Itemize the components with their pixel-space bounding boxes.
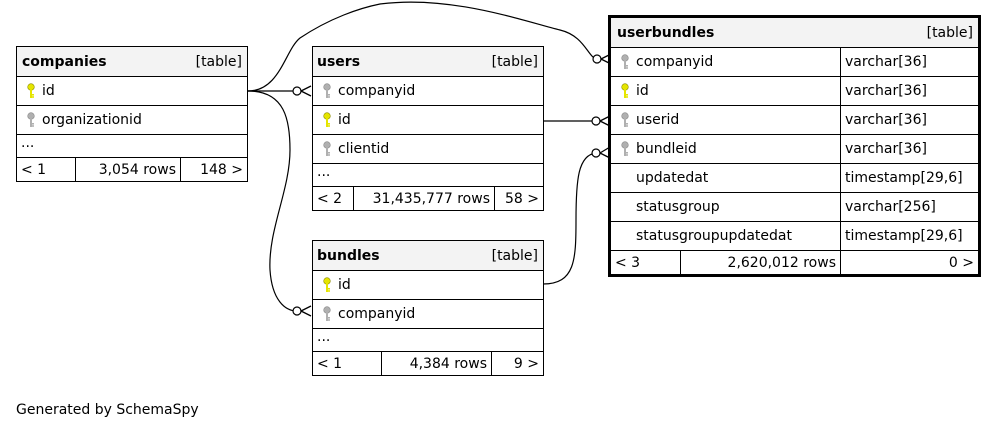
column-name: userid [636,112,680,128]
row-count: 2,620,012 rows [680,251,840,274]
foreign-key-icon [318,83,336,99]
column-type: varchar[36] [840,106,978,134]
foreign-key-icon [318,141,336,157]
column-row: clientid [313,134,543,163]
table-companies[interactable]: companies [table] id organizationid ... … [16,46,248,182]
column-name: companyid [338,83,416,99]
column-row: userid varchar[36] [611,105,978,134]
column-name: companyid [338,306,416,322]
column-row: statusgroupupdatedat timestamp[29,6] [611,221,978,250]
primary-key-icon [616,83,634,99]
parents-count[interactable]: < 3 [615,254,641,271]
column-row: updatedat timestamp[29,6] [611,163,978,192]
column-row: id [17,76,247,105]
primary-key-icon [318,112,336,128]
edge-companies-userbundles [247,1,598,92]
table-header: bundles [table] [313,241,543,270]
column-type: timestamp[29,6] [840,222,978,250]
parents-count[interactable]: < 1 [21,161,47,178]
column-name: id [42,83,55,99]
column-name: clientid [338,141,390,157]
generated-by-note: Generated by SchemaSpy [16,402,199,418]
row-count: 4,384 rows [381,352,491,375]
table-footer: < 1 3,054 rows 148 > [17,157,247,181]
foreign-key-icon [22,112,40,128]
table-header: userbundles [table] [611,18,978,47]
column-name: statusgroupupdatedat [636,228,792,244]
column-name: bundleid [636,141,697,157]
column-row: statusgroup varchar[256] [611,192,978,221]
column-name: id [338,277,351,293]
foreign-key-icon [318,306,336,322]
table-kind: [table] [491,247,538,264]
table-header: companies [table] [17,47,247,76]
column-row: companyid varchar[36] [611,47,978,76]
foreign-key-icon [616,54,634,70]
table-footer: < 2 31,435,777 rows 58 > [313,186,543,210]
table-footer: < 3 2,620,012 rows 0 > [611,250,978,274]
table-footer: < 1 4,384 rows 9 > [313,351,543,375]
table-name: companies [22,53,107,70]
column-row: id [313,270,543,299]
table-name: users [317,53,361,70]
primary-key-icon [318,277,336,293]
primary-key-icon [22,83,40,99]
column-row: companyid [313,76,543,105]
children-count[interactable]: 58 > [494,187,543,210]
table-name: userbundles [617,24,715,41]
column-row: id [313,105,543,134]
column-name: organizationid [42,112,142,128]
column-name: companyid [636,54,714,70]
row-count: 3,054 rows [75,158,180,181]
table-users[interactable]: users [table] companyid id clientid ... … [312,46,544,211]
column-type: timestamp[29,6] [840,164,978,192]
table-kind: [table] [195,53,242,70]
column-type: varchar[36] [840,135,978,163]
more-columns: ... [313,163,543,186]
table-kind: [table] [491,53,538,70]
children-count[interactable]: 0 > [840,251,978,274]
column-row: organizationid [17,105,247,134]
column-name: statusgroup [636,199,720,215]
column-row: companyid [313,299,543,328]
edge-companies-bundles [247,90,298,312]
table-header: users [table] [313,47,543,76]
row-count: 31,435,777 rows [353,187,494,210]
column-name: id [338,112,351,128]
column-name: id [636,83,649,99]
parents-count[interactable]: < 1 [317,355,343,372]
column-name: updatedat [636,170,709,186]
column-type: varchar[36] [840,48,978,76]
column-row: id varchar[36] [611,76,978,105]
column-row: bundleid varchar[36] [611,134,978,163]
foreign-key-icon [616,141,634,157]
more-columns: ... [17,134,247,157]
foreign-key-icon [616,112,634,128]
children-count[interactable]: 9 > [491,352,543,375]
children-count[interactable]: 148 > [180,158,247,181]
more-columns: ... [313,328,543,351]
parents-count[interactable]: < 2 [317,190,343,207]
table-kind: [table] [926,24,973,41]
column-type: varchar[256] [840,193,978,221]
table-name: bundles [317,247,380,264]
edge-bundles-userbundles [542,152,597,285]
column-type: varchar[36] [840,77,978,105]
table-bundles[interactable]: bundles [table] id companyid ... < 1 4,3… [312,240,544,376]
table-userbundles[interactable]: userbundles [table] companyid varchar[36… [608,15,981,277]
